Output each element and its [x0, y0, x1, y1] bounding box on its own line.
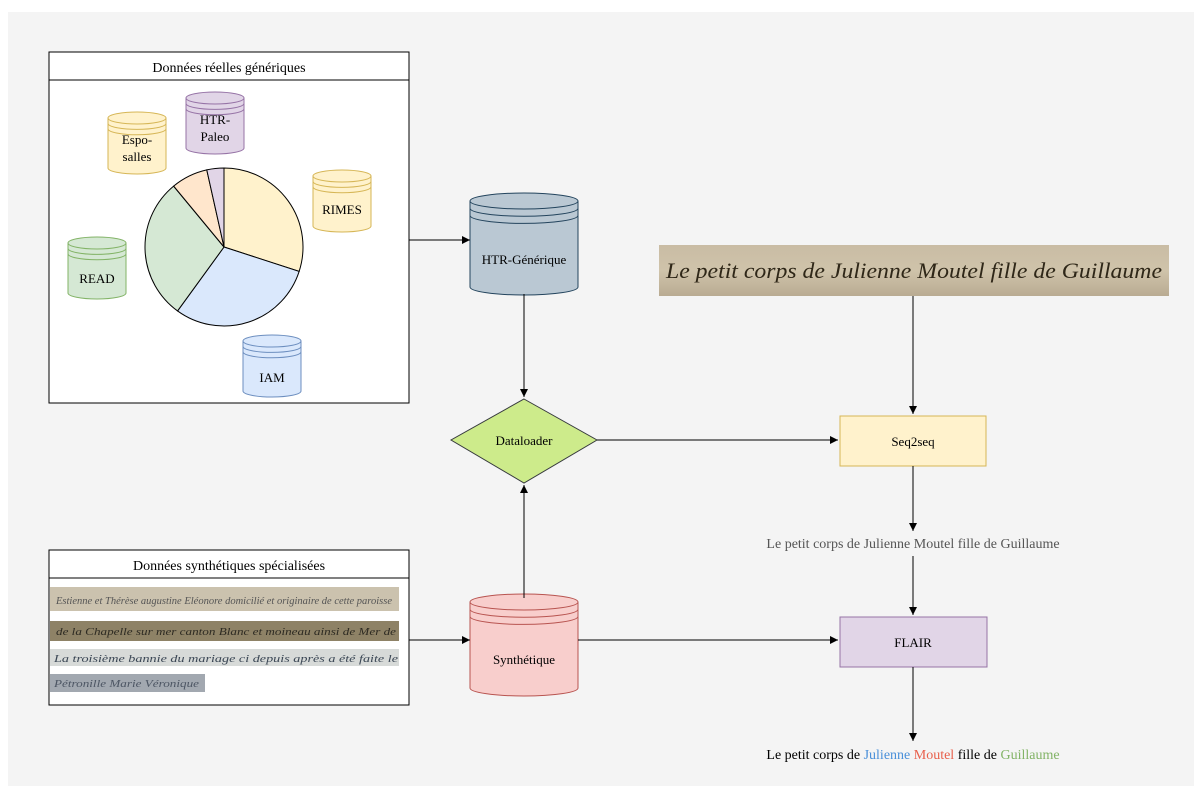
flair-output-text: Le petit corps de Julienne Moutel fille …: [766, 748, 1059, 763]
dataloader-node: Dataloader: [449, 398, 599, 484]
dataloader-diamond: [449, 398, 599, 484]
flair-output-first-name: Julienne: [864, 748, 911, 763]
synthetique-label: Synthétique: [493, 652, 555, 667]
seq2seq-node: Seq2seq: [839, 415, 987, 467]
htr-paleo-label-2: Paleo: [201, 129, 230, 144]
read-cylinder: READ: [67, 236, 127, 300]
seq2seq-label: Seq2seq: [891, 434, 935, 449]
handwriting-sample-1-bg: [50, 587, 399, 611]
dataset-pie-chart: [144, 167, 304, 327]
handwriting-sample-3: La troisième bannie du mariage ci depuis…: [53, 653, 398, 665]
handwritten-line-image: Le petit corps de Julienne Moutel fille …: [659, 245, 1169, 296]
flair-node: FLAIR: [839, 616, 988, 668]
pie-slice-rimes: [223, 167, 304, 273]
real-data-title: Données réelles génériques: [152, 61, 305, 76]
flair-output-part-1: Le petit corps de: [766, 748, 863, 763]
seq2seq-output-text: Le petit corps de Julienne Moutel fille …: [766, 537, 1059, 552]
handwriting-sample-3-bg: [50, 649, 399, 666]
read-label: READ: [79, 271, 114, 286]
handwriting-sample-4: Pétronille Marie Véronique: [53, 679, 200, 690]
flair-box: [839, 616, 988, 668]
handwriting-sample-2: de la Chapelle sur mer canton Blanc et m…: [56, 627, 397, 638]
htr-paleo-cylinder: HTR- Paleo: [185, 91, 245, 155]
rimes-cylinder: RIMES: [312, 169, 372, 233]
real-data-panel: Données réelles génériques HTR- Paleo Es…: [48, 51, 410, 404]
dataloader-label: Dataloader: [495, 433, 553, 448]
flair-output-father: Guillaume: [1000, 748, 1059, 763]
rimes-label: RIMES: [322, 202, 362, 217]
htr-paleo-label-1: HTR-: [200, 112, 230, 127]
iam-cylinder: IAM: [242, 334, 302, 398]
synthetic-data-title: Données synthétiques spécialisées: [133, 559, 325, 574]
htr-generique-label: HTR-Générique: [482, 252, 567, 267]
esposalles-label-2: salles: [123, 149, 152, 164]
flair-output-last-name: Moutel: [914, 748, 955, 763]
handwriting-sample-1: Estienne et Thérèse augustine Eléonore d…: [55, 596, 393, 607]
flair-label: FLAIR: [894, 635, 932, 650]
arrows: [409, 236, 917, 741]
synthetique-node: Synthétique: [469, 593, 579, 697]
pie-slice-htr-paleo: [206, 167, 225, 248]
iam-label: IAM: [259, 370, 285, 385]
pie-slice-read: [144, 185, 225, 312]
handwritten-line-text: Le petit corps de Julienne Moutel fille …: [665, 258, 1162, 283]
handwriting-sample-2-bg: [50, 621, 399, 641]
pie-slice-iam: [176, 246, 300, 327]
handwriting-sample-4-bg: [50, 674, 205, 692]
synthetic-data-panel: Données synthétiques spécialisées Estien…: [48, 549, 410, 706]
htr-generique-node: HTR-Générique: [469, 192, 579, 296]
esposalles-label-1: Espo-: [122, 132, 152, 147]
esposalles-cylinder: Espo- salles: [107, 111, 167, 175]
diagram-svg: Données réelles génériques HTR- Paleo Es…: [48, 51, 1169, 763]
flair-output-part-3: fille de: [954, 748, 1000, 763]
diagram-canvas: Données réelles génériques HTR- Paleo Es…: [8, 12, 1194, 786]
